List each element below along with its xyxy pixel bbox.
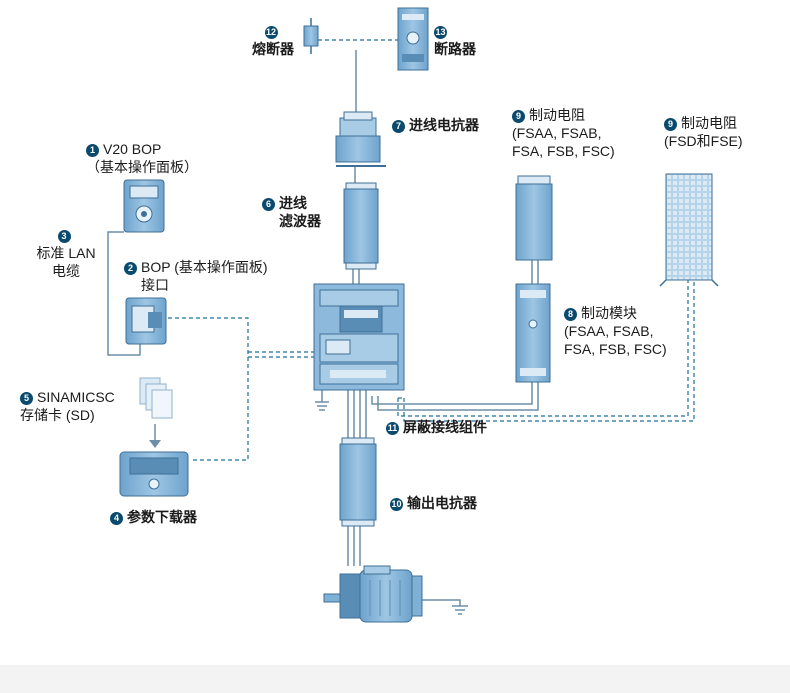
label-bop-interface: 2 BOP (基本操作面板) 接口 [124,258,268,294]
parameter-loader-device [119,451,189,497]
line-filter-device [343,182,379,270]
badge-7: 7 [392,120,405,133]
power-wires [107,50,539,615]
label-sd-card: 5 SINAMICSC 存储卡 (SD) [20,388,115,424]
sd-card-icon [139,377,173,419]
badge-6: 6 [262,198,275,211]
circuit-breaker-device [397,7,429,71]
label-line-filter: 6 进线 滤波器 [262,194,321,230]
communication-lines [168,39,695,461]
parameter-loader-label: 参数下载器 [127,509,197,525]
badge-9b: 9 [664,118,677,131]
line-reactor-label: 进线电抗器 [409,117,479,133]
connection-diagram [107,7,719,623]
download-arrow-icon [149,440,161,448]
braking-module-label-1: 制动模块 [581,305,637,321]
badge-8: 8 [564,308,577,321]
badge-13: 13 [434,26,447,39]
badge-3: 3 [57,230,71,243]
lan-cable-label-1: 标准 LAN [36,245,96,261]
label-output-reactor: 10 输出电抗器 [390,494,477,512]
bop-label-2: （基本操作面板） [86,159,198,175]
badge-10: 10 [390,498,403,511]
label-fuse: 12 熔断器 [252,22,294,58]
shield-kit-label: 屏蔽接线组件 [403,419,487,435]
label-parameter-loader: 4 参数下载器 [110,508,197,526]
line-filter-label-2: 滤波器 [279,213,321,229]
badge-1: 1 [86,144,99,157]
line-reactor-device [335,111,386,167]
bop-panel-device [123,179,165,233]
sd-card-label-2: 存储卡 (SD) [20,407,95,423]
label-lan-cable: 3 标准 LAN 电缆 [28,226,104,280]
braking-resistor-small-label-3: FSA, FSB, FSC) [512,143,615,159]
bop-interface-label-2: 接口 [141,277,169,293]
braking-resistor-small-label-2: (FSAA, FSAB, [512,125,602,141]
fuse-label: 熔断器 [252,41,294,57]
braking-module-label-2: (FSAA, FSAB, [564,323,654,339]
badge-5: 5 [20,392,33,405]
fuse-device [303,18,319,54]
bop-label-1: V20 BOP [103,141,162,157]
braking-resistor-large-label-2: (FSD和FSE) [664,133,743,149]
motor-device [323,565,423,623]
label-bop: 1 V20 BOP （基本操作面板） [86,140,198,176]
label-line-reactor: 7 进线电抗器 [392,116,479,134]
label-braking-module: 8 制动模块 (FSAA, FSAB, FSA, FSB, FSC) [564,304,667,358]
braking-module-device [515,283,551,383]
circuit-breaker-label: 断路器 [434,41,476,57]
badge-12: 12 [264,26,278,39]
badge-4: 4 [110,512,123,525]
output-reactor-label: 输出电抗器 [407,495,477,511]
badge-9a: 9 [512,110,525,123]
badge-11: 11 [386,422,399,435]
label-circuit-breaker: 13 断路器 [434,22,476,58]
braking-resistor-small-device [515,175,553,261]
braking-resistor-small-label-1: 制动电阻 [529,107,585,123]
label-shield-kit: 11 屏蔽接线组件 [386,418,487,436]
label-braking-resistor-small: 9 制动电阻 (FSAA, FSAB, FSA, FSB, FSC) [512,106,615,160]
label-braking-resistor-large: 9 制动电阻 (FSD和FSE) [664,114,743,150]
braking-module-label-3: FSA, FSB, FSC) [564,341,667,357]
braking-resistor-large-label-1: 制动电阻 [681,115,737,131]
output-reactor-device [339,437,377,527]
braking-resistor-large-device [659,173,719,287]
bop-interface-label-1: BOP (基本操作面板) [141,259,268,275]
lan-cable-label-2: 电缆 [52,263,80,279]
badge-2: 2 [124,262,137,275]
sd-card-label-1: SINAMICSC [37,389,115,405]
bop-interface-device [125,297,167,345]
footer-strip [0,665,790,693]
inverter-v20-device [313,283,405,391]
line-filter-label-1: 进线 [279,195,307,211]
